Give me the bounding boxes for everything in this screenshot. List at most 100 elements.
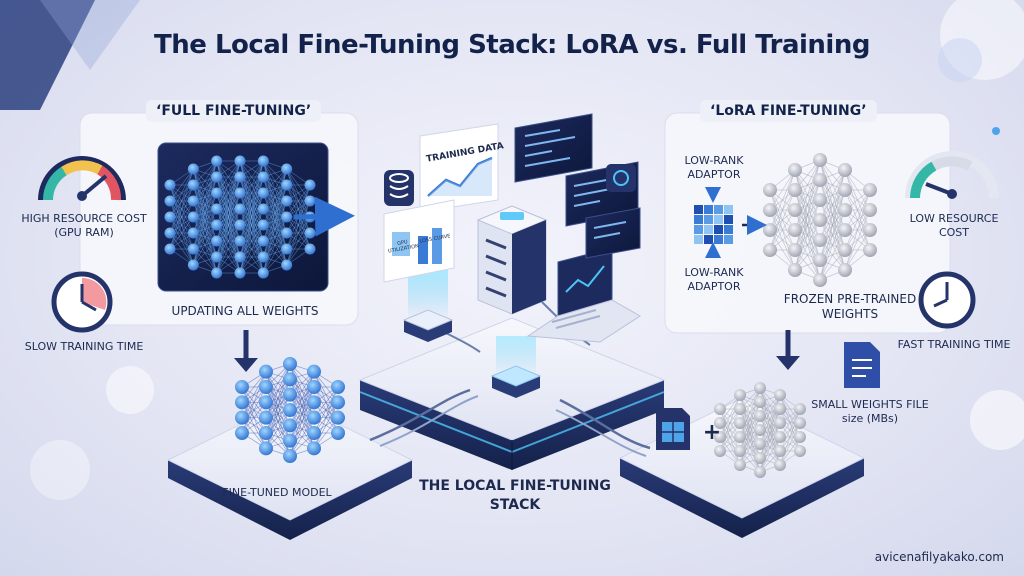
network-edge bbox=[263, 216, 287, 274]
network-edge bbox=[769, 169, 796, 251]
network-edge bbox=[193, 208, 217, 234]
network-node bbox=[164, 195, 176, 207]
network-node bbox=[257, 235, 269, 247]
network-node bbox=[211, 171, 223, 183]
network-edge bbox=[263, 168, 287, 194]
network-edge bbox=[263, 200, 287, 226]
network-node bbox=[234, 219, 246, 231]
neural-network-icon bbox=[164, 155, 316, 279]
network-edge bbox=[216, 208, 241, 242]
network-edge bbox=[263, 168, 287, 242]
arrow-down-icon bbox=[776, 356, 800, 370]
network-edge bbox=[759, 436, 781, 473]
network-edge bbox=[193, 216, 217, 274]
network-edge bbox=[265, 363, 291, 403]
network-node bbox=[187, 179, 199, 191]
network-node bbox=[259, 380, 273, 394]
network-edge bbox=[216, 208, 241, 274]
network-node bbox=[211, 267, 223, 279]
network-edge bbox=[819, 169, 846, 221]
server-icon bbox=[476, 205, 548, 315]
network-edge bbox=[216, 176, 241, 210]
adaptor-top-label: LOW-RANK ADAPTOR bbox=[684, 154, 744, 181]
network-edge bbox=[193, 184, 217, 226]
network-edge bbox=[216, 160, 241, 210]
network-edge bbox=[193, 168, 217, 194]
training-data-card bbox=[419, 123, 499, 213]
network-node bbox=[234, 251, 246, 263]
network-node bbox=[211, 203, 223, 215]
network-node bbox=[734, 459, 746, 471]
network-edge bbox=[286, 200, 311, 250]
network-node bbox=[788, 243, 802, 257]
network-edge bbox=[169, 232, 194, 266]
network-node bbox=[281, 259, 293, 271]
network-node bbox=[257, 187, 269, 199]
network-edge bbox=[769, 209, 796, 251]
network-edge bbox=[844, 209, 871, 271]
network-edge bbox=[779, 408, 801, 452]
cable bbox=[379, 395, 479, 447]
network-edge bbox=[239, 240, 264, 274]
network-node bbox=[714, 445, 726, 457]
network-node bbox=[763, 203, 777, 217]
network-edge bbox=[263, 176, 287, 234]
network-node bbox=[281, 163, 293, 175]
network-edge bbox=[779, 422, 801, 466]
network-node bbox=[763, 183, 777, 197]
network-edge bbox=[286, 184, 311, 218]
network-node bbox=[283, 403, 297, 417]
network-node bbox=[788, 163, 802, 177]
network-edge bbox=[263, 208, 287, 250]
network-node bbox=[281, 211, 293, 223]
network-node bbox=[211, 155, 223, 167]
network-edge bbox=[239, 192, 264, 242]
neural-network-icon bbox=[763, 153, 877, 287]
network-edge bbox=[216, 224, 241, 258]
low-cost-label: LOW RESOURCE COST bbox=[909, 212, 999, 239]
network-edge bbox=[769, 169, 796, 211]
network-edge bbox=[263, 200, 287, 258]
gpu-node-icon bbox=[490, 336, 542, 398]
network-edge bbox=[286, 216, 311, 266]
network-edge bbox=[263, 192, 287, 234]
network-edge bbox=[216, 176, 241, 242]
network-node bbox=[838, 223, 852, 237]
network-edge bbox=[169, 200, 194, 234]
network-edge bbox=[769, 189, 796, 251]
network-edge bbox=[216, 176, 241, 226]
network-edge bbox=[239, 160, 264, 194]
adaptor-cell bbox=[704, 235, 713, 244]
network-edge bbox=[313, 386, 339, 434]
network-node bbox=[283, 387, 297, 402]
network-edge bbox=[216, 192, 241, 258]
network-edge bbox=[216, 160, 241, 194]
network-node bbox=[331, 395, 345, 410]
network-node bbox=[754, 382, 766, 394]
network-edge bbox=[265, 409, 291, 449]
network-edge bbox=[193, 192, 217, 266]
network-edge bbox=[263, 216, 287, 258]
network-node bbox=[234, 235, 246, 247]
network-node bbox=[774, 403, 786, 415]
network-edge bbox=[216, 192, 241, 242]
network-edge bbox=[263, 232, 287, 274]
network-node bbox=[734, 389, 746, 401]
neural-network-icon bbox=[235, 357, 345, 463]
network-node bbox=[164, 211, 176, 223]
network-node bbox=[281, 179, 293, 191]
document-icon bbox=[844, 342, 880, 388]
arrow-right-icon bbox=[293, 196, 355, 237]
network-edge bbox=[193, 184, 217, 242]
corner-decoration bbox=[0, 0, 95, 110]
bokeh-decoration bbox=[970, 390, 1024, 450]
adaptor-cell bbox=[714, 215, 723, 224]
network-edge bbox=[193, 176, 217, 202]
network-edge bbox=[169, 184, 194, 234]
network-node bbox=[234, 267, 246, 279]
network-node bbox=[838, 163, 852, 177]
network-node bbox=[187, 259, 199, 271]
adaptor-cell bbox=[694, 215, 703, 224]
network-edge bbox=[239, 176, 264, 242]
